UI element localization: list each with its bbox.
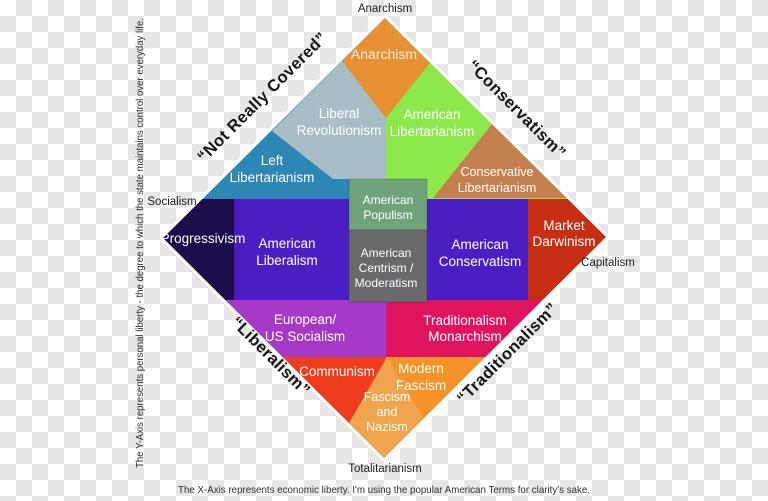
label-fascism-nazism-line1: Fascism xyxy=(364,390,411,404)
label-american-libertarianism-line2: Libertarianism xyxy=(390,124,475,139)
region-liberal-revolutionism xyxy=(272,61,386,179)
label-american-populism-line2: Populism xyxy=(363,208,412,222)
label-american-populism-line1: American xyxy=(363,193,414,207)
axis-label-capitalism: Capitalism xyxy=(581,257,635,269)
region-american-centrism-box xyxy=(348,229,428,303)
x-axis-note: The X-Axis represents economic liberty. … xyxy=(178,484,590,496)
label-left-libertarianism-line1: Left xyxy=(261,153,284,168)
label-modern-fascism-line1: Modern xyxy=(398,361,444,376)
label-fascism-nazism-line3: Nazism xyxy=(366,420,408,434)
axis-label-socialism: Socialism xyxy=(147,196,196,208)
label-conservative-libertarianism-line1: Conservative xyxy=(461,165,534,179)
label-american-libertarianism-line1: American xyxy=(403,107,460,122)
label-market-darwinism-line2: Darwinism xyxy=(532,234,595,249)
region-american-populism-box xyxy=(348,178,428,231)
label-american-centrism-line2: Centrism / xyxy=(359,261,414,275)
label-american-conservatism-line2: Conservatism xyxy=(439,254,522,269)
label-european-us-socialism-line2: US Socialism xyxy=(265,329,345,344)
region-anarchism xyxy=(342,18,430,118)
label-liberal-revolutionism-line2: Revolutionism xyxy=(297,123,382,138)
label-market-darwinism-line1: Market xyxy=(543,218,585,233)
label-fascism-nazism-line2: and xyxy=(377,405,398,419)
label-traditionalism-monarchism-line2: Monarchism xyxy=(428,329,502,344)
axis-label-totalitarianism: Totalitarianism xyxy=(348,463,422,475)
region-conservative-libertarianism xyxy=(433,124,567,198)
label-american-liberalism-line1: American xyxy=(258,236,315,251)
label-modern-fascism-line2: Fascism xyxy=(396,378,446,393)
label-american-liberalism-line2: Liberalism xyxy=(256,253,318,268)
label-american-conservatism-line1: American xyxy=(451,237,508,252)
label-communism: Communism xyxy=(299,364,375,379)
label-american-centrism-line1: American xyxy=(361,246,412,260)
label-left-libertarianism-line2: Libertarianism xyxy=(230,170,315,185)
axis-label-anarchism: Anarchism xyxy=(358,3,412,15)
region-progressivism xyxy=(163,199,234,300)
label-liberal-revolutionism-line1: Liberal xyxy=(319,106,360,121)
label-anarchism-region: Anarchism xyxy=(351,46,417,62)
label-american-centrism-line3: Moderatism xyxy=(355,276,418,290)
label-european-us-socialism-line1: European/ xyxy=(274,312,337,327)
y-axis-note: The Y-Axis represents personal liberty -… xyxy=(134,18,146,468)
region-market-darwinism xyxy=(528,199,606,300)
label-conservative-libertarianism-line2: Libertarianism xyxy=(458,181,537,195)
label-traditionalism-monarchism-line1: Traditionalism xyxy=(423,313,507,328)
label-progressivism: Progressivism xyxy=(161,231,246,246)
